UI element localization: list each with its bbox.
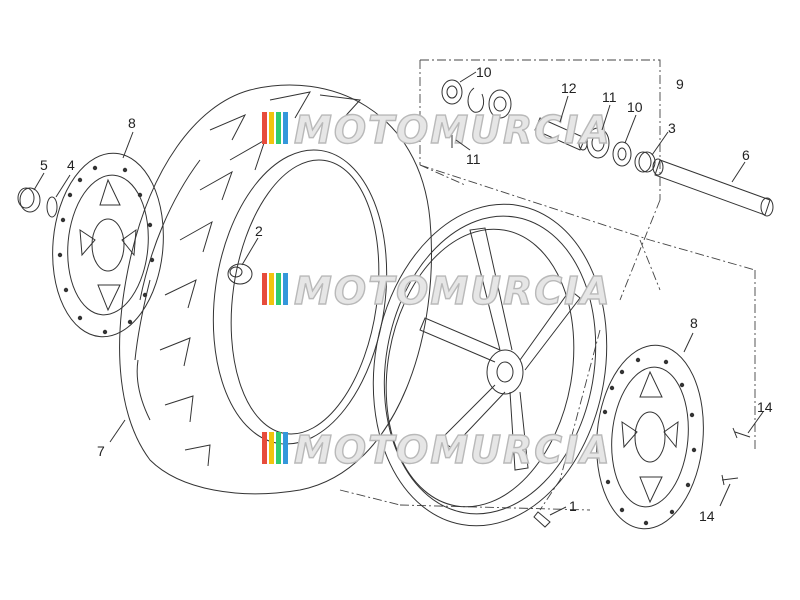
callout-7: 7 bbox=[97, 443, 105, 459]
callout-5: 5 bbox=[40, 157, 48, 173]
callout-8-left: 8 bbox=[128, 115, 136, 131]
callout-8-right: 8 bbox=[690, 315, 698, 331]
watermark-stripe bbox=[269, 432, 274, 464]
small-parts bbox=[17, 79, 774, 528]
watermark-stripe bbox=[262, 432, 267, 464]
brake-disc-right bbox=[596, 344, 704, 530]
watermark-stripe bbox=[262, 112, 267, 144]
watermark-stripe bbox=[283, 432, 288, 464]
brake-disc-left bbox=[52, 152, 164, 338]
callout-3: 3 bbox=[668, 120, 676, 136]
watermark-stripe bbox=[276, 112, 281, 144]
watermark-text: MOTOMURCIA bbox=[294, 108, 612, 152]
watermark-bottom: MOTOMURCIA bbox=[262, 427, 612, 473]
callout-labels: 1 2 3 4 5 6 7 8 8 9 10 10 11 11 12 14 14 bbox=[40, 64, 773, 524]
callout-14-top: 14 bbox=[757, 399, 773, 415]
watermark-stripe bbox=[276, 432, 281, 464]
watermark-middle: MOTOMURCIA bbox=[262, 268, 612, 314]
wheel-rim bbox=[372, 203, 608, 527]
callout-10-top: 10 bbox=[476, 64, 492, 80]
callout-14-bottom: 14 bbox=[699, 508, 715, 524]
callout-10-right: 10 bbox=[627, 99, 643, 115]
watermark-stripe bbox=[283, 112, 288, 144]
watermark-top: MOTOMURCIA bbox=[262, 107, 612, 153]
callout-11-left: 11 bbox=[466, 151, 481, 167]
assembly-lines bbox=[339, 59, 756, 511]
callout-11-right: 11 bbox=[602, 89, 617, 105]
leader-lines bbox=[33, 71, 764, 516]
callout-1: 1 bbox=[569, 498, 577, 514]
watermark-stripe bbox=[283, 273, 288, 305]
callout-4: 4 bbox=[67, 157, 75, 173]
watermark-stripe bbox=[269, 273, 274, 305]
watermark-stripe bbox=[269, 112, 274, 144]
callout-6: 6 bbox=[742, 147, 750, 163]
watermark-stripe bbox=[276, 273, 281, 305]
watermark-stripe bbox=[262, 273, 267, 305]
watermark-text: MOTOMURCIA bbox=[294, 269, 612, 313]
callout-2: 2 bbox=[255, 223, 263, 239]
watermark-text: MOTOMURCIA bbox=[294, 428, 612, 472]
callout-12: 12 bbox=[561, 80, 577, 96]
callout-9: 9 bbox=[676, 76, 684, 92]
